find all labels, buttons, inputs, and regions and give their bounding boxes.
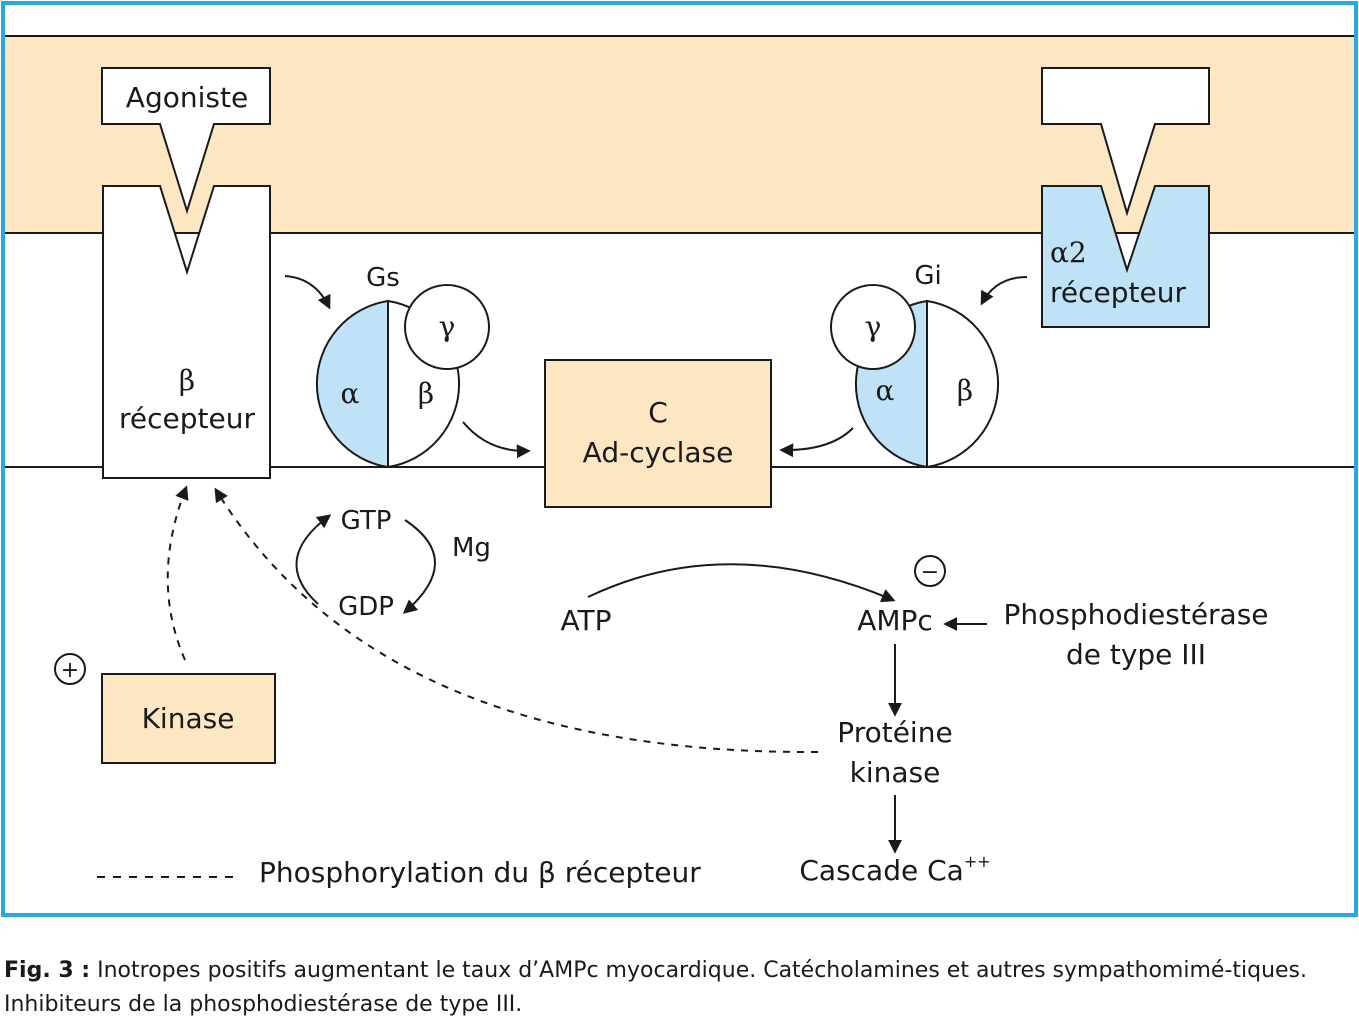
gdp-to-gtp-arrow <box>295 514 332 605</box>
gdp-label: GDP <box>338 592 394 622</box>
gi-beta-symbol: β <box>957 374 973 407</box>
kinase-phosphorylation-arrow <box>166 485 189 661</box>
pde-label-line1: Phosphodiestérase <box>1003 598 1268 631</box>
activation-sign: + <box>61 658 79 683</box>
inhibition-sign-circle <box>914 555 946 587</box>
atp-label: ATP <box>561 604 612 637</box>
caption-text: Inotropes positifs augmentant le taux d’… <box>4 958 1308 1017</box>
cascade-text: Cascade Ca <box>799 854 963 887</box>
atp-to-ampc-arrow <box>587 563 896 603</box>
legend-label: Phosphorylation du β récepteur <box>259 856 701 889</box>
gi-gamma-subunit <box>830 284 916 370</box>
adenylate-cyclase-letter: C <box>648 396 668 429</box>
alpha2-receptor-label: récepteur <box>1050 276 1186 309</box>
inhibition-sign: − <box>921 560 939 585</box>
pde-label-line2: de type III <box>1066 638 1206 671</box>
alpha2-ligand <box>1041 67 1210 217</box>
gs-gamma-symbol: γ <box>439 310 456 343</box>
beta-receptor-label: récepteur <box>119 402 255 435</box>
kinase-label: Kinase <box>142 702 235 735</box>
receptor-to-gs-arrow <box>284 275 331 310</box>
adenylate-cyclase-label: Ad-cyclase <box>583 436 734 469</box>
gi-beta-subunit <box>926 299 1000 469</box>
gs-alpha-subunit <box>315 299 389 469</box>
gtp-to-gdp-arrow <box>402 519 436 614</box>
figure-frame <box>1 1 1358 917</box>
gi-alpha-symbol: α <box>876 374 895 407</box>
gs-to-cyclase-arrow <box>462 421 531 459</box>
agonist-ligand <box>101 67 271 215</box>
protein-kinase-line2: kinase <box>850 756 941 789</box>
protein-kinase-line1: Protéine <box>837 716 952 749</box>
gi-label: Gi <box>914 261 941 291</box>
alpha2-receptor-box <box>1041 185 1210 328</box>
gs-gamma-subunit <box>404 284 490 370</box>
activation-sign-circle <box>54 653 86 685</box>
cascade-label: Cascade Ca++ <box>799 852 990 887</box>
gs-label: Gs <box>366 263 400 293</box>
alpha2-receptor-symbol: α2 <box>1050 236 1087 269</box>
gtp-label: GTP <box>341 506 392 536</box>
gi-to-cyclase-arrow <box>779 427 854 458</box>
figure-caption: Fig. 3 : Inotropes positifs augmentant l… <box>4 954 1356 1022</box>
gs-beta-symbol: β <box>418 377 434 410</box>
cascade-superscript: ++ <box>964 852 991 871</box>
pka-phosphorylation-arrow <box>214 487 819 754</box>
agonist-label: Agoniste <box>126 81 248 114</box>
adenylate-cyclase-box <box>544 359 772 508</box>
kinase-box <box>101 673 276 764</box>
beta-receptor-symbol: β <box>179 364 195 397</box>
gi-gamma-symbol: γ <box>865 310 882 343</box>
gs-alpha-symbol: α <box>341 377 360 410</box>
beta-receptor-box <box>102 185 271 479</box>
mg-label: Mg <box>452 533 491 563</box>
ampc-label: AMPc <box>857 604 933 637</box>
alpha2-to-gi-arrow <box>980 276 1028 306</box>
caption-label: Fig. 3 : <box>4 958 91 983</box>
